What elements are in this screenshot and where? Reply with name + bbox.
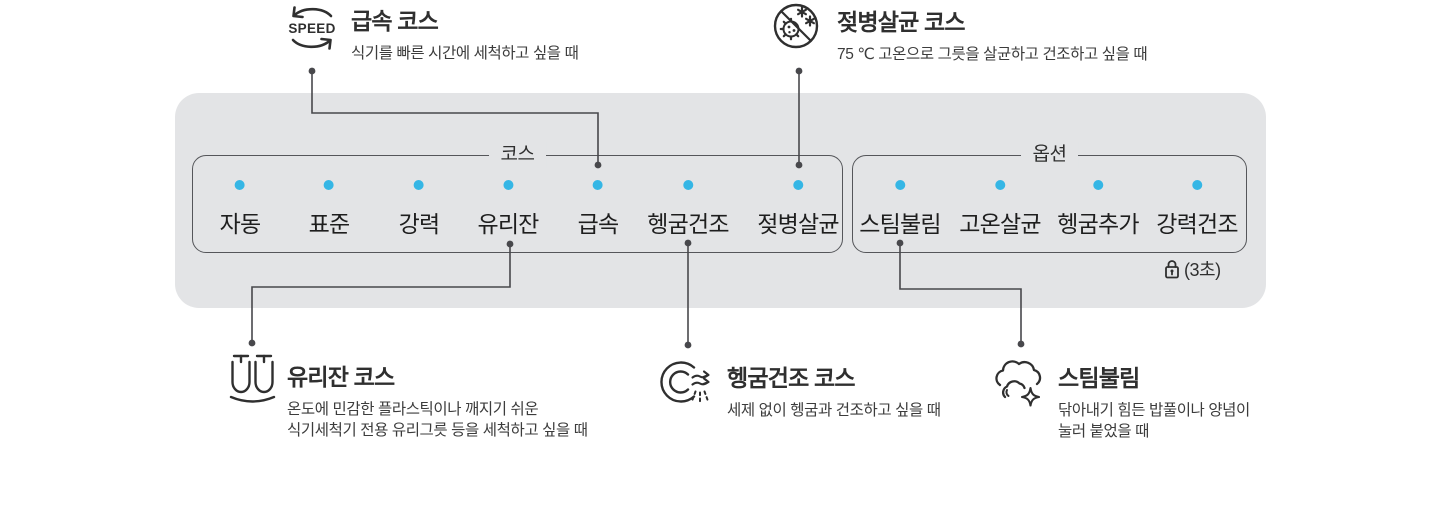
steam-cloud-icon (991, 357, 1045, 409)
indicator-dot-icon (894, 180, 905, 190)
callout-desc: 식기를 빠른 시간에 세척하고 싶을 때 (351, 44, 579, 62)
callout-title: 헹굼건조 코스 (727, 365, 856, 391)
course-item-quick: 급속 (578, 180, 619, 239)
indicator-dot-icon (592, 180, 603, 190)
callout-title: 급속 코스 (351, 8, 439, 34)
callout-rinse-dry-course: 헹굼건조 코스 세제 없이 헹굼과 건조하고 싶을 때 (656, 356, 941, 421)
callout-desc-line2: 눌러 붙었을 때 (1058, 422, 1149, 440)
callout-quick-course: SPEED 급속 코스 식기를 빠른 시간에 세척하고 싶을 때 (284, 4, 579, 64)
option-item-label: 강력건조 (1156, 211, 1238, 237)
lock-hold-label: (3초) (1184, 260, 1221, 280)
indicator-dot-icon (1191, 180, 1202, 190)
child-lock-hint: (3초) (1163, 256, 1221, 282)
speed-icon: SPEED (284, 4, 340, 52)
wine-glasses-icon (228, 351, 278, 407)
course-item-intensive: 강력 (399, 180, 440, 239)
course-group-label: 코스 (488, 142, 547, 168)
indicator-dot-icon (413, 180, 424, 190)
callout-desc: 75 ℃ 고온으로 그릇을 살균하고 건조하고 싶을 때 (837, 45, 1148, 63)
callout-desc: 온도에 민감한 플라스틱이나 깨지기 쉬운 식기세척기 전용 유리그릇 등을 세… (287, 399, 588, 441)
course-item-standard: 표준 (309, 180, 350, 239)
no-germs-icon (772, 2, 820, 50)
rinse-dry-icon (656, 356, 718, 408)
option-group-box: 옵션 (852, 142, 1247, 253)
option-item-label: 헹굼추가 (1057, 211, 1139, 237)
course-item-label: 표준 (308, 211, 351, 237)
indicator-dot-icon (792, 180, 803, 190)
callout-title: 스팀불림 (1058, 365, 1140, 391)
course-item-label: 자동 (219, 211, 262, 237)
option-item-label: 고온살균 (959, 211, 1041, 237)
callout-desc: 세제 없이 헹굼과 건조하고 싶을 때 (727, 401, 941, 419)
option-item-extra-rinse: 헹굼추가 (1057, 180, 1140, 239)
option-item-label: 스팀불림 (859, 211, 941, 237)
course-item-rinse-dry: 헹굼건조 (647, 180, 730, 239)
course-item-label: 젖병살균 (757, 211, 839, 237)
course-item-label: 유리잔 (477, 211, 539, 237)
option-item-steam-soak: 스팀불림 (859, 180, 942, 239)
indicator-dot-icon (1092, 180, 1103, 190)
callout-desc-line1: 온도에 민감한 플라스틱이나 깨지기 쉬운 (287, 400, 539, 418)
callout-desc: 닦아내기 힘든 밥풀이나 양념이 눌러 붙었을 때 (1058, 400, 1250, 442)
callout-steam-soak: 스팀불림 닦아내기 힘든 밥풀이나 양념이 눌러 붙었을 때 (991, 357, 1250, 442)
lock-icon (1163, 258, 1181, 280)
callout-title: 유리잔 코스 (287, 364, 395, 390)
course-item-auto: 자동 (220, 180, 261, 239)
svg-text:SPEED: SPEED (288, 21, 335, 36)
course-item-bottle-sterilize: 젖병살균 (757, 180, 840, 239)
course-item-label: 급속 (577, 211, 620, 237)
option-group-label: 옵션 (1020, 142, 1079, 168)
course-item-glassware: 유리잔 (477, 180, 539, 239)
indicator-dot-icon (994, 180, 1005, 190)
indicator-dot-icon (323, 180, 334, 190)
indicator-dot-icon (682, 180, 693, 190)
callout-desc-line1: 닦아내기 힘든 밥풀이나 양념이 (1058, 401, 1250, 419)
option-item-high-temp-sterilize: 고온살균 (959, 180, 1042, 239)
callout-title: 젖병살균 코스 (837, 9, 966, 35)
course-item-label: 헹굼건조 (647, 211, 729, 237)
callout-bottle-sterilize-course: 젖병살균 코스 75 ℃ 고온으로 그릇을 살균하고 건조하고 싶을 때 (772, 2, 1148, 65)
indicator-dot-icon (234, 180, 245, 190)
indicator-dot-icon (503, 180, 513, 190)
callout-glassware-course: 유리잔 코스 온도에 민감한 플라스틱이나 깨지기 쉬운 식기세척기 전용 유리… (228, 351, 588, 441)
callout-desc-line2: 식기세척기 전용 유리그릇 등을 세척하고 싶을 때 (287, 421, 588, 439)
option-item-intensive-dry: 강력건조 (1156, 180, 1239, 239)
course-item-label: 강력 (398, 211, 441, 237)
